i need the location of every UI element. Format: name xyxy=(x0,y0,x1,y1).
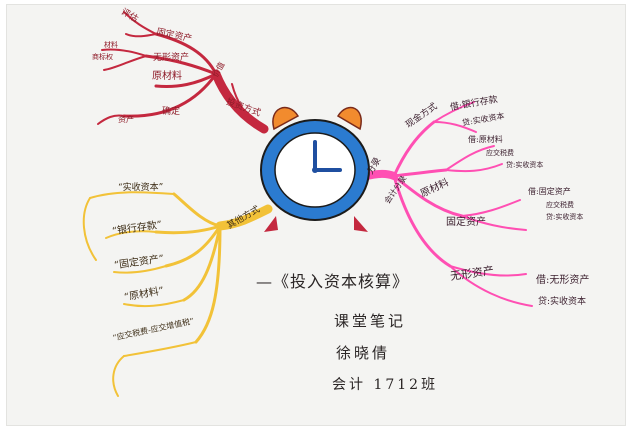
red-branch xyxy=(97,11,269,134)
pink-label: 应交税费 xyxy=(486,149,514,157)
pink-label: 应交税费 xyxy=(546,201,574,209)
red-label: 原材料 xyxy=(152,71,182,82)
yellow-label: “实收资本” xyxy=(118,183,164,193)
red-label: 无形资产 xyxy=(153,53,190,63)
subtitle: 课堂笔记 xyxy=(334,312,407,330)
class-name: 会计 1712班 xyxy=(332,377,439,393)
red-label: 材料 xyxy=(104,41,118,49)
pink-label: 固定资产 xyxy=(446,217,486,228)
pink-label: 贷:实收资本 xyxy=(546,213,584,221)
page-title: —《投入资本核算》 xyxy=(256,272,410,291)
mind-map-drawing xyxy=(82,11,533,397)
red-label: 商标权 xyxy=(92,53,113,61)
yellow-branch xyxy=(82,191,273,397)
pink-label: 贷:实收资本 xyxy=(538,297,587,307)
pink-label: 借:固定资产 xyxy=(528,187,571,196)
alarm-clock-icon xyxy=(260,106,370,232)
red-label: 资产 xyxy=(118,115,134,124)
pink-label: 借:原材料 xyxy=(468,135,503,144)
pink-label: 借:无形资产 xyxy=(536,275,590,286)
pink-label: 贷:实收资本 xyxy=(506,161,544,169)
mind-map-photo: 投资方式 固定资产 无形资产 原材料 材料 商标权 评估 确定 价值 资产 分录… xyxy=(6,4,626,426)
red-label: 确定 xyxy=(162,107,181,117)
author-name: 徐晓倩 xyxy=(336,344,391,362)
